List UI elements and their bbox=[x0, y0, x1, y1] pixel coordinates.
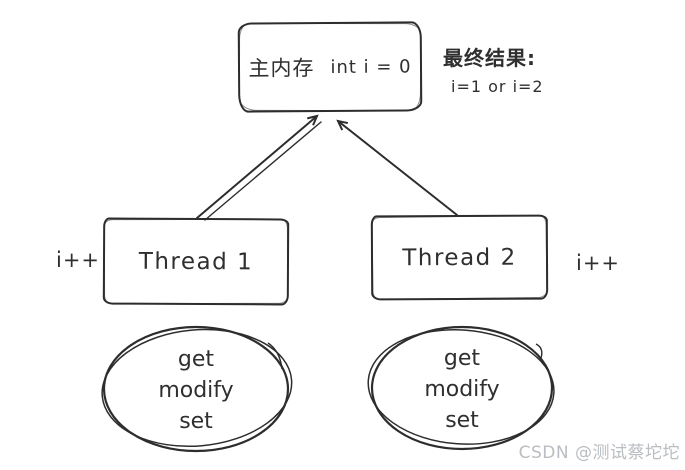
thread1-step-modify: modify bbox=[158, 378, 234, 403]
main-memory-box: 主内存 int i = 0 bbox=[237, 21, 423, 113]
thread1-step-set: set bbox=[179, 409, 213, 434]
thread1-box: Thread 1 bbox=[102, 217, 290, 306]
final-result-note: 最终结果: i=1 or i=2 bbox=[443, 42, 544, 96]
thread1-step-get: get bbox=[177, 347, 215, 372]
main-memory-label: 主内存 bbox=[248, 56, 315, 81]
main-memory-variable: int i = 0 bbox=[330, 55, 412, 78]
thread2-step-get: get bbox=[443, 346, 481, 371]
final-result-title: 最终结果: bbox=[443, 46, 536, 70]
thread2-step-set: set bbox=[445, 408, 479, 433]
thread1-steps: get modify set bbox=[126, 344, 266, 437]
arrow-thread1-to-memory bbox=[196, 114, 322, 221]
thread2-label: Thread 2 bbox=[402, 244, 517, 271]
thread2-steps: get modify set bbox=[392, 343, 532, 436]
thread2-box: Thread 2 bbox=[370, 214, 549, 301]
final-result-value: i=1 or i=2 bbox=[451, 77, 544, 96]
thread2-operation: i++ bbox=[576, 251, 621, 275]
watermark: CSDN @测试蔡坨坨 bbox=[518, 443, 680, 463]
thread1-label: Thread 1 bbox=[138, 248, 254, 275]
thread2-step-modify: modify bbox=[424, 377, 500, 402]
thread1-operation: i++ bbox=[56, 248, 101, 272]
arrow-thread2-to-memory bbox=[336, 119, 458, 216]
